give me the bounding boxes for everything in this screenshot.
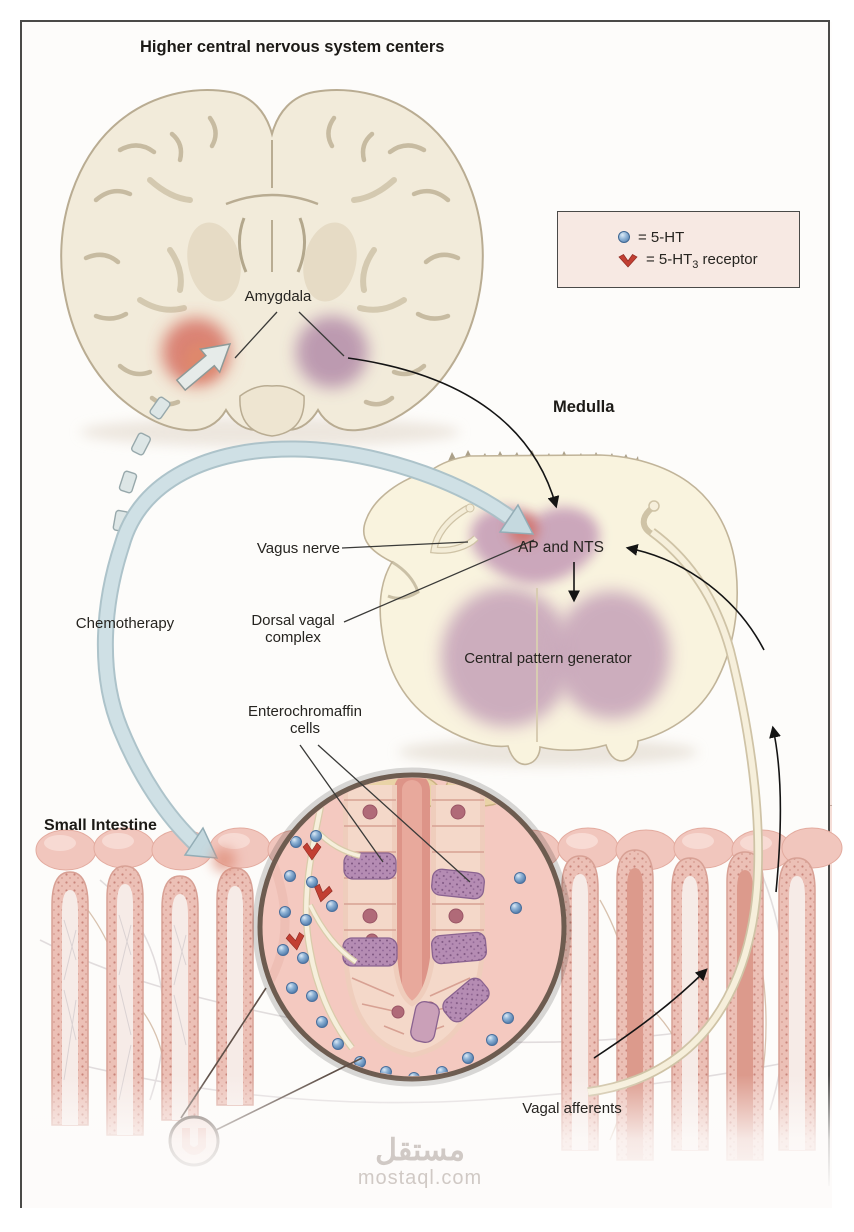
serotonin-dot-icon — [618, 231, 630, 243]
chemotherapy-label: Chemotherapy — [75, 615, 175, 632]
enterochromaffin-cells-label: Enterochromaffin cells — [248, 703, 362, 738]
figure-border-frame — [20, 20, 830, 1208]
receptor-icon — [618, 253, 638, 268]
ap-nts-label: AP and NTS — [518, 539, 604, 556]
medulla-label: Medulla — [553, 398, 615, 416]
legend-box: = 5-HT = 5-HT3 receptor — [557, 211, 800, 288]
small-intestine-label: Small Intestine — [44, 817, 157, 834]
dorsal-vagal-complex-label: Dorsal vagal complex — [251, 612, 335, 647]
amygdala-label: Amygdala — [244, 288, 312, 305]
central-pattern-generator-label: Central pattern generator — [464, 650, 632, 667]
vagal-afferents-label: Vagal afferents — [522, 1100, 622, 1117]
legend-receptor-label: = 5-HT3 receptor — [646, 250, 758, 271]
legend-serotonin-label: = 5-HT — [638, 228, 685, 246]
legend-row-serotonin: = 5-HT — [618, 229, 799, 246]
vagus-nerve-label: Vagus nerve — [256, 540, 340, 557]
page-title: Higher central nervous system centers — [140, 38, 445, 56]
legend-row-receptor: = 5-HT3 receptor — [618, 251, 799, 271]
